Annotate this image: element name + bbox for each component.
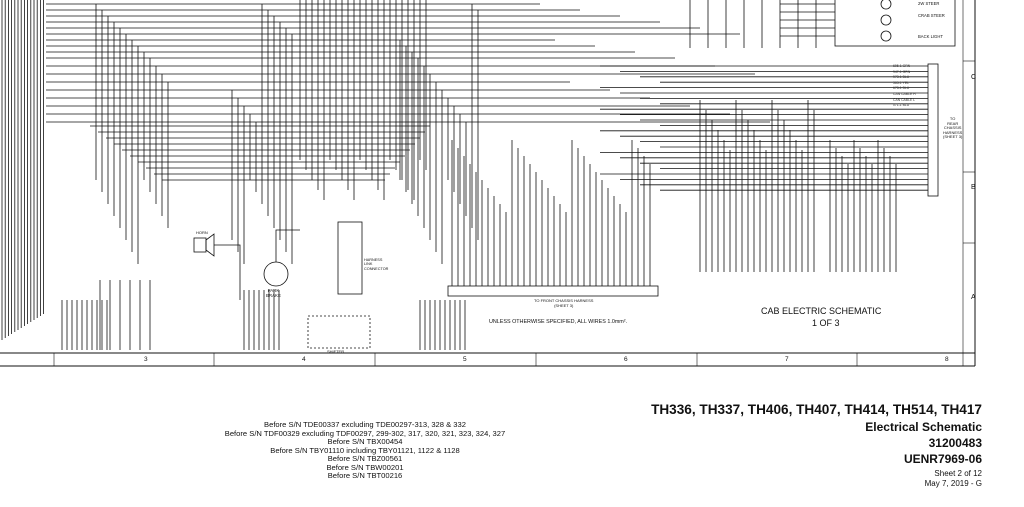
serial-note: Before S/N TDE00337 excluding TDE00297-3… xyxy=(264,420,466,429)
sheet-number: Sheet 2 of 12 xyxy=(934,469,982,478)
serial-note: Before S/N TBY01110 including TBY01121, … xyxy=(270,445,460,455)
date-revision: May 7, 2019 - G xyxy=(924,479,982,488)
wire xyxy=(275,229,300,262)
wire-label: 973-1 BLU xyxy=(893,75,910,80)
serial-notes: Before S/N TDE00337 excluding TDE00297-3… xyxy=(200,420,530,481)
park-brake-switch-icon xyxy=(263,261,289,287)
col-marker-4: 4 xyxy=(302,356,306,363)
wire-label: CAN CABLE H xyxy=(893,91,916,96)
label-crab-steer: CRAB STEER xyxy=(918,13,945,18)
label-back-light: BACK LIGHT xyxy=(918,34,943,39)
components xyxy=(193,0,956,349)
col-marker-6: 6 xyxy=(624,356,628,363)
to-rear-chassis-note: TO REAR CHASSIS HARNESS (SHEET 3) xyxy=(943,116,963,140)
wire xyxy=(214,244,241,300)
front-chassis-connector xyxy=(447,285,659,297)
wire-label: 565-1 YEL xyxy=(893,80,909,85)
backlight-switch-icon xyxy=(880,30,892,42)
wire-label: 678-1 BLU xyxy=(893,86,910,91)
serial-note: Before S/N TBZ00561 xyxy=(327,454,403,463)
serial-note: Before S/N TBT00216 xyxy=(327,471,403,480)
label-front-chassis: TO FRONT CHASSIS HARNESS (SHEET 3) xyxy=(534,298,594,308)
crab-switch-icon xyxy=(880,14,892,26)
harness-link-connector xyxy=(337,221,363,295)
serial-note: Before S/N TDF00329 excluding TDF00297, … xyxy=(224,428,506,438)
schematic-title: CAB ELECTRIC SCHEMATIC xyxy=(761,306,882,316)
drawing-frame xyxy=(0,0,976,367)
label-harness-link: HARNESS LINK CONNECTOR xyxy=(364,258,389,271)
label-2w-steer: 2W STEER xyxy=(918,1,940,6)
wire-label: 947-1 GRN xyxy=(893,69,911,74)
switch-panel xyxy=(834,0,956,47)
row-marker-c: C xyxy=(971,74,977,81)
wire-label: CAN CABLE L xyxy=(893,97,916,102)
doc-title: Electrical Schematic xyxy=(865,420,982,434)
label-park-brake: PARK BRAKE xyxy=(266,288,281,298)
col-marker-3: 3 xyxy=(144,356,148,363)
row-marker-a: A xyxy=(971,294,976,301)
schematic-drawing xyxy=(0,0,976,367)
wire-label: 071-1 BLU xyxy=(893,103,910,108)
label-horn: HORN xyxy=(196,230,208,235)
steer-switch-icon xyxy=(880,0,892,10)
serial-note: Before S/N TBX00454 xyxy=(327,437,403,446)
wire-label: 695-1 GRN xyxy=(893,64,911,68)
wire-bundle xyxy=(1,0,928,350)
col-marker-5: 5 xyxy=(463,356,467,363)
horn-bell-icon xyxy=(205,233,215,257)
col-marker-8: 8 xyxy=(945,356,949,363)
rear-harness-connector xyxy=(927,63,939,197)
models-title: TH336, TH337, TH406, TH407, TH414, TH514… xyxy=(651,402,982,417)
manual-number: UENR7969-06 xyxy=(903,452,982,466)
units-note: UNLESS OTHERWISE SPECIFIED, ALL WIRES 1.… xyxy=(489,319,628,325)
horn-icon xyxy=(193,237,207,253)
shifter-box xyxy=(307,315,371,349)
row-marker-b: B xyxy=(971,184,976,191)
col-marker-7: 7 xyxy=(785,356,789,363)
schematic-page: 1 OF 3 xyxy=(812,318,840,328)
part-number: 31200483 xyxy=(928,436,982,450)
serial-note: Before S/N TBW00201 xyxy=(326,462,404,472)
title-block: TH336, TH337, TH406, TH407, TH414, TH514… xyxy=(651,402,982,488)
label-shifter: SHIFTER xyxy=(327,349,345,354)
wire-label-list: 695-1 GRN 947-1 GRN 973-1 BLU 565-1 YEL … xyxy=(893,64,916,109)
